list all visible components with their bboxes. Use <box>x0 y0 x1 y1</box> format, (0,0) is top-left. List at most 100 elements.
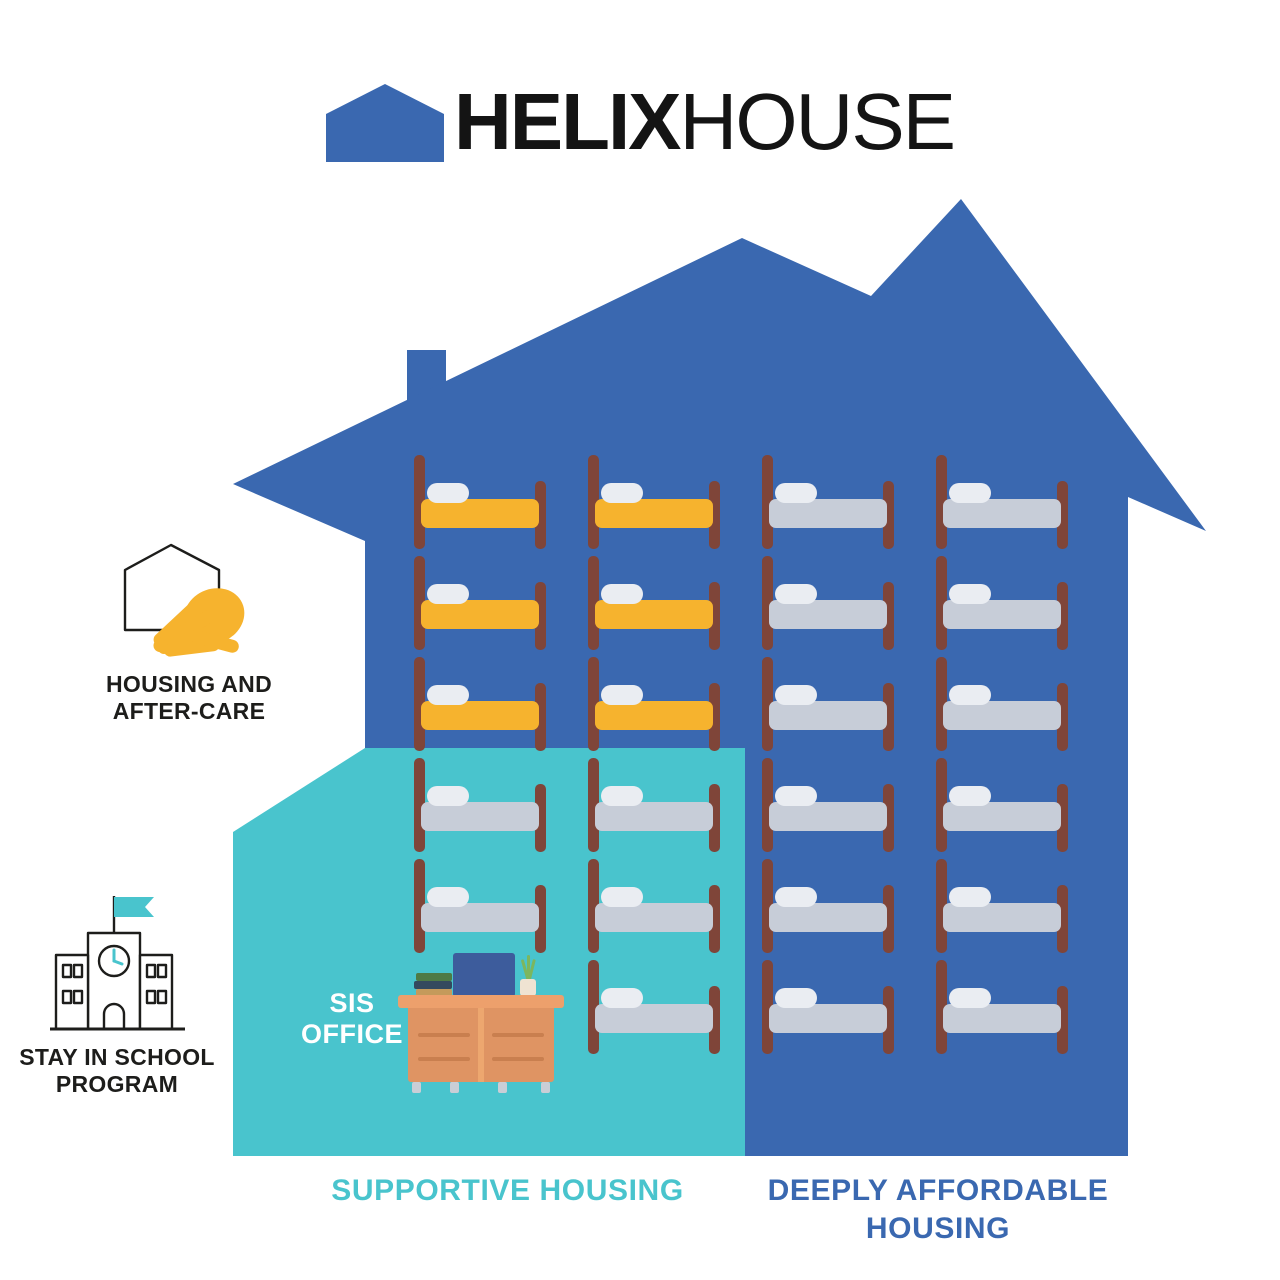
drawer-line <box>418 1033 470 1037</box>
bed-headboard <box>588 556 599 650</box>
stay-in-school-label: STAY IN SCHOOL PROGRAM <box>19 1044 214 1098</box>
bed-mattress <box>943 499 1061 528</box>
sis-office-line2: OFFICE <box>301 1019 403 1050</box>
bed-pillow <box>427 786 469 806</box>
bed-mattress <box>769 701 887 730</box>
bed-mattress <box>421 701 539 730</box>
bed-footboard <box>709 784 720 852</box>
bed-headboard <box>414 455 425 549</box>
bed-pillow <box>775 988 817 1008</box>
bed-footboard <box>535 481 546 549</box>
hand-house-icon <box>123 543 245 657</box>
bed-mattress <box>421 802 539 831</box>
desk-leg <box>498 1082 507 1093</box>
bed-pillow <box>949 584 991 604</box>
brand-title: HELIXHOUSE <box>454 82 956 162</box>
bed-headboard <box>588 455 599 549</box>
bed-gray <box>936 657 1068 751</box>
book-icon <box>416 989 452 997</box>
bed-mattress <box>769 903 887 932</box>
bed-pillow <box>775 483 817 503</box>
sis-office-label: SIS OFFICE <box>292 988 412 1050</box>
bed-footboard <box>1057 481 1068 549</box>
bed-mattress <box>769 499 887 528</box>
bed-pillow <box>949 887 991 907</box>
bed-headboard <box>936 859 947 953</box>
school-icon <box>49 896 185 1031</box>
bed-headboard <box>588 657 599 751</box>
bed-footboard <box>883 582 894 650</box>
bed-mattress <box>595 600 713 629</box>
bed-gray <box>414 859 546 953</box>
bed-headboard <box>414 657 425 751</box>
bed-headboard <box>762 859 773 953</box>
book-icon <box>414 981 452 989</box>
bed-headboard <box>762 960 773 1054</box>
supportive-housing-label: SUPPORTIVE HOUSING <box>240 1172 775 1210</box>
bed-mattress <box>769 600 887 629</box>
bed-pillow <box>601 988 643 1008</box>
bed-gray <box>762 758 894 852</box>
supportive-wing-shape <box>233 748 745 1156</box>
bed-footboard <box>535 784 546 852</box>
bed-footboard <box>535 885 546 953</box>
bed-pillow <box>949 483 991 503</box>
bed-mattress <box>421 600 539 629</box>
bed-mattress <box>943 701 1061 730</box>
bed-mattress <box>943 1004 1061 1033</box>
bed-mattress <box>595 1004 713 1033</box>
bed-headboard <box>936 657 947 751</box>
deeply-affordable-line2: HOUSING <box>865 1211 1011 1245</box>
bed-pillow <box>427 887 469 907</box>
drawer-line <box>492 1033 544 1037</box>
bed-pillow <box>601 483 643 503</box>
plant-icon <box>527 955 530 983</box>
bed-gray <box>936 556 1068 650</box>
desk-leg <box>450 1082 459 1093</box>
bed-footboard <box>709 481 720 549</box>
bed-footboard <box>883 481 894 549</box>
bed-pillow <box>427 685 469 705</box>
stay-in-school-line1: STAY IN SCHOOL <box>19 1044 215 1070</box>
bed-yellow <box>588 455 720 549</box>
bed-gray <box>936 960 1068 1054</box>
sis-office-desk <box>398 945 564 1093</box>
desk-leg <box>412 1082 421 1093</box>
bed-mattress <box>595 802 713 831</box>
housing-after-care-legend: HOUSING AND AFTER-CARE <box>48 538 330 725</box>
bed-footboard <box>535 683 546 751</box>
bed-headboard <box>588 960 599 1054</box>
bed-pillow <box>775 786 817 806</box>
bed-headboard <box>936 758 947 852</box>
bed-gray <box>588 758 720 852</box>
stay-in-school-legend: STAY IN SCHOOL PROGRAM <box>0 891 234 1098</box>
bed-footboard <box>709 885 720 953</box>
housing-after-care-label: HOUSING AND AFTER-CARE <box>106 671 272 725</box>
supportive-housing-text: SUPPORTIVE HOUSING <box>331 1174 684 1207</box>
bed-headboard <box>414 556 425 650</box>
monitor-icon <box>453 953 515 997</box>
housing-after-care-line1: HOUSING AND <box>105 671 272 697</box>
bed-headboard <box>762 556 773 650</box>
deeply-affordable-line1: DEEPLY AFFORDABLE <box>767 1174 1109 1207</box>
drawer-line <box>492 1057 544 1061</box>
bed-gray <box>762 859 894 953</box>
bed-headboard <box>414 859 425 953</box>
bed-pillow <box>601 685 643 705</box>
bed-footboard <box>1057 582 1068 650</box>
housing-after-care-line2: AFTER-CARE <box>112 698 266 725</box>
bed-gray <box>936 758 1068 852</box>
bed-yellow <box>588 556 720 650</box>
stay-in-school-line2: PROGRAM <box>55 1071 179 1098</box>
bed-footboard <box>709 683 720 751</box>
bed-footboard <box>883 885 894 953</box>
bed-headboard <box>414 758 425 852</box>
bed-pillow <box>949 685 991 705</box>
bed-pillow <box>601 887 643 907</box>
bed-mattress <box>943 903 1061 932</box>
bed-mattress <box>943 802 1061 831</box>
bed-gray <box>762 556 894 650</box>
bed-yellow <box>414 455 546 549</box>
bed-headboard <box>588 758 599 852</box>
